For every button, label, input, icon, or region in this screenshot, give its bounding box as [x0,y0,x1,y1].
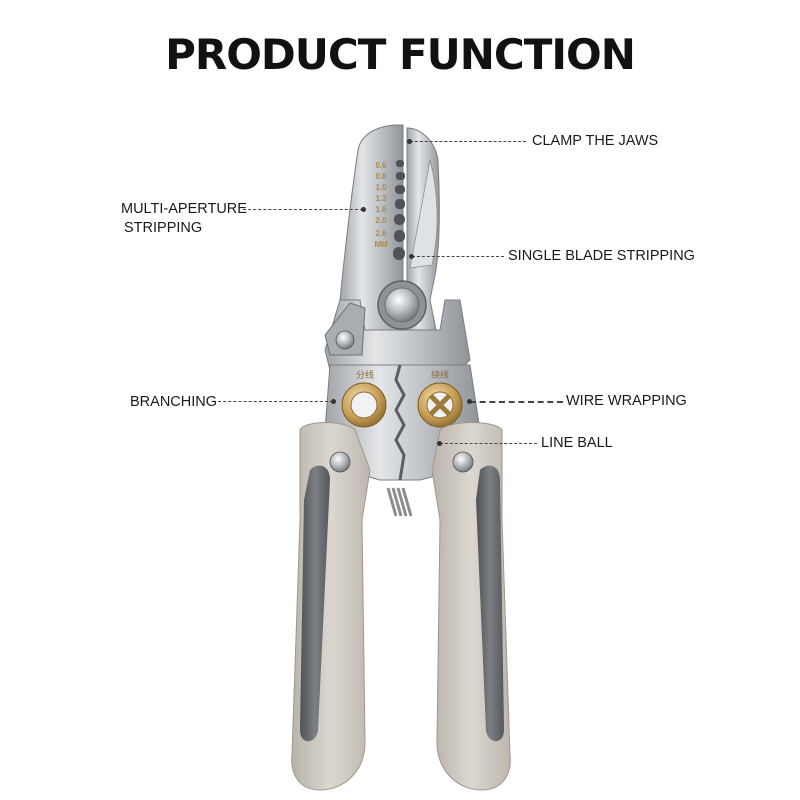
gauge-label: 0.6 [375,161,387,170]
gauge-label: 1.3 [375,194,387,203]
grip-left [300,465,330,742]
callout-multi-aperture-line2: STRIPPING [124,220,203,236]
lock-lever [324,302,366,356]
aperture-notches [393,160,405,260]
page-title: PRODUCT FUNCTION [165,30,636,79]
gauge-label: 1.0 [375,183,387,192]
gauge-label: 0.8 [375,172,387,181]
callout-clamp-jaws: CLAMP THE JAWS [532,133,659,149]
wire-stripper-photo: 0.6 0.8 1.0 1.3 1.6 2.0 2.6 MM 分线 绕线 [291,124,511,791]
gauge-label: 2.0 [375,216,387,225]
handle-marking-right: 绕线 [431,369,449,381]
callout-multi-aperture-line1: MULTI-APERTURE [121,201,247,217]
callout-branching: BRANCHING [130,394,218,410]
spring [386,487,413,517]
grip-right [476,465,504,742]
gauge-label: 1.6 [375,205,387,214]
handle-marking-left: 分线 [356,369,374,381]
callout-wire-wrapping: WIRE WRAPPING [566,393,687,409]
gauge-label: 2.6 [375,229,387,238]
callout-single-blade: SINGLE BLADE STRIPPING [508,248,695,264]
gauge-label: MM [374,240,388,249]
callout-line-ball: LINE BALL [541,435,613,451]
blade-edge [409,159,438,269]
